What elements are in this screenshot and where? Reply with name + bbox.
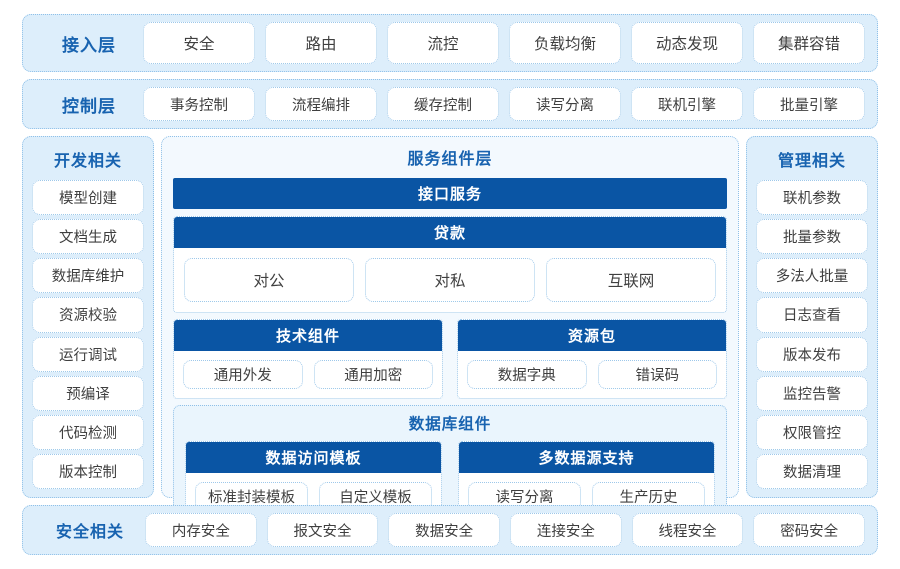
data-access-template-header[interactable]: 数据访问模板 <box>186 442 441 473</box>
resource-item-data-dictionary[interactable]: 数据字典 <box>467 360 587 389</box>
dev-item-runtime-debug[interactable]: 运行调试 <box>32 336 144 372</box>
middle-section: 开发相关 模型创建 文档生成 数据库维护 资源校验 运行调试 预编译 代码检测 … <box>22 136 878 533</box>
multi-datasource-header[interactable]: 多数据源支持 <box>459 442 714 473</box>
db-component-title: 数据库组件 <box>408 416 492 433</box>
control-layer-label: 控制层 <box>62 96 116 116</box>
manage-item-version-release[interactable]: 版本发布 <box>756 336 868 372</box>
access-item-flowcontrol[interactable]: 流控 <box>387 22 499 64</box>
access-item-loadbalance[interactable]: 负载均衡 <box>509 22 621 64</box>
security-item-data[interactable]: 数据安全 <box>388 513 501 547</box>
control-item-orchestration[interactable]: 流程编排 <box>265 87 377 121</box>
manage-item-monitor-alert[interactable]: 监控告警 <box>756 375 868 411</box>
loan-card: 贷款 对公 对私 互联网 <box>173 216 727 313</box>
resource-pack-card: 资源包 数据字典 错误码 <box>457 319 727 399</box>
resource-item-error-code[interactable]: 错误码 <box>597 360 717 389</box>
access-item-security[interactable]: 安全 <box>143 22 255 64</box>
dev-item-code-check[interactable]: 代码检测 <box>32 414 144 450</box>
tech-resource-row: 技术组件 通用外发 通用加密 资源包 数据字典 错误码 <box>173 319 727 399</box>
loan-card-header[interactable]: 贷款 <box>174 217 726 248</box>
control-item-batchengine[interactable]: 批量引擎 <box>753 87 865 121</box>
tech-item-general-dispatch[interactable]: 通用外发 <box>183 360 303 389</box>
control-layer-items: 事务控制 流程编排 缓存控制 读写分离 联机引擎 批量引擎 <box>143 80 865 128</box>
access-item-faulttolerance[interactable]: 集群容错 <box>753 22 865 64</box>
access-item-discovery[interactable]: 动态发现 <box>631 22 743 64</box>
manage-item-online-param[interactable]: 联机参数 <box>756 180 868 216</box>
resource-pack-body: 数据字典 错误码 <box>458 351 726 398</box>
dev-item-doc-generate[interactable]: 文档生成 <box>32 219 144 255</box>
access-item-route[interactable]: 路由 <box>265 22 377 64</box>
access-layer-label: 接入层 <box>62 35 116 55</box>
tech-component-card: 技术组件 通用外发 通用加密 <box>173 319 443 399</box>
tech-item-general-encrypt[interactable]: 通用加密 <box>313 360 433 389</box>
dev-item-resource-check[interactable]: 资源校验 <box>32 297 144 333</box>
security-item-thread[interactable]: 线程安全 <box>631 513 744 547</box>
manage-item-data-cleanup[interactable]: 数据清理 <box>756 453 868 489</box>
dev-item-model-create[interactable]: 模型创建 <box>32 180 144 216</box>
interface-service-bar[interactable]: 接口服务 <box>173 178 727 209</box>
manage-item-permission[interactable]: 权限管控 <box>756 414 868 450</box>
security-layer-items: 内存安全 报文安全 数据安全 连接安全 线程安全 密码安全 <box>145 506 866 554</box>
manage-item-batch-param[interactable]: 批量参数 <box>756 219 868 255</box>
service-component-layer: 服务组件层 接口服务 贷款 对公 对私 互联网 技术组件 通用外发 通用加密 <box>161 136 739 533</box>
control-layer-band: 控制层 事务控制 流程编排 缓存控制 读写分离 联机引擎 批量引擎 <box>22 79 878 129</box>
tech-component-body: 通用外发 通用加密 <box>174 351 442 398</box>
loan-card-body: 对公 对私 互联网 <box>174 248 726 312</box>
service-layer-title: 服务组件层 <box>407 151 493 168</box>
loan-item-personal[interactable]: 对私 <box>365 258 535 302</box>
loan-item-internet[interactable]: 互联网 <box>546 258 716 302</box>
manage-sidebar-title: 管理相关 <box>777 153 846 170</box>
security-layer-band: 安全相关 内存安全 报文安全 数据安全 连接安全 线程安全 密码安全 <box>22 505 878 555</box>
control-item-onlineengine[interactable]: 联机引擎 <box>631 87 743 121</box>
security-item-password[interactable]: 密码安全 <box>753 513 866 547</box>
access-layer-items: 安全 路由 流控 负载均衡 动态发现 集群容错 <box>143 15 865 71</box>
manage-sidebar: 管理相关 联机参数 批量参数 多法人批量 日志查看 版本发布 监控告警 权限管控… <box>746 136 878 498</box>
loan-item-corporate[interactable]: 对公 <box>184 258 354 302</box>
resource-pack-header[interactable]: 资源包 <box>458 320 726 351</box>
security-item-memory[interactable]: 内存安全 <box>145 513 257 547</box>
security-item-message[interactable]: 报文安全 <box>266 513 379 547</box>
control-item-cache[interactable]: 缓存控制 <box>387 87 499 121</box>
control-item-readwritesplit[interactable]: 读写分离 <box>509 87 621 121</box>
control-item-transaction[interactable]: 事务控制 <box>143 87 255 121</box>
manage-item-multi-entity-batch[interactable]: 多法人批量 <box>756 258 868 294</box>
tech-component-header[interactable]: 技术组件 <box>174 320 442 351</box>
manage-item-log-view[interactable]: 日志查看 <box>756 297 868 333</box>
dev-sidebar-title: 开发相关 <box>53 153 122 170</box>
dev-sidebar: 开发相关 模型创建 文档生成 数据库维护 资源校验 运行调试 预编译 代码检测 … <box>22 136 154 498</box>
dev-item-version-control[interactable]: 版本控制 <box>32 453 144 489</box>
access-layer-band: 接入层 安全 路由 流控 负载均衡 动态发现 集群容错 <box>22 14 878 72</box>
dev-item-precompile[interactable]: 预编译 <box>32 375 144 411</box>
security-item-connection[interactable]: 连接安全 <box>510 513 622 547</box>
security-layer-label: 安全相关 <box>55 524 124 541</box>
dev-item-db-maintain[interactable]: 数据库维护 <box>32 258 144 294</box>
